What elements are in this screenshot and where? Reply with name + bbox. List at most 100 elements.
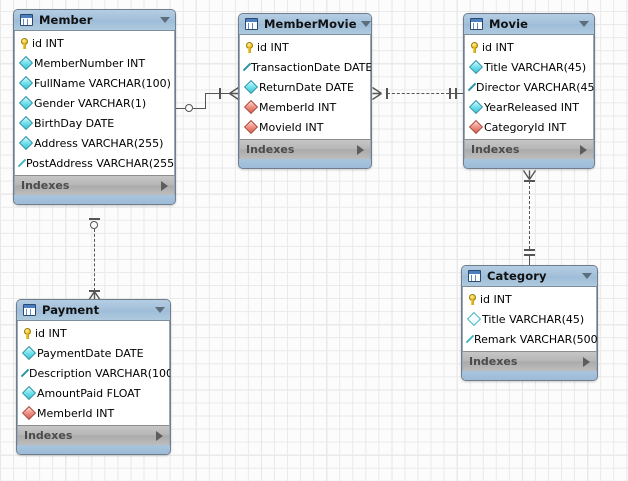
chevron-down-icon[interactable] [360, 21, 371, 27]
table-field[interactable]: Gender VARCHAR(1) [15, 93, 174, 113]
indexes-label: Indexes [21, 179, 70, 192]
diamond-red-icon [468, 119, 484, 135]
field-label: ReturnDate DATE [259, 80, 354, 94]
field-label: PostAddress VARCHAR(255) [26, 156, 176, 170]
table-field[interactable]: Director VARCHAR(45) [465, 77, 594, 97]
indexes-section[interactable]: Indexes [17, 425, 170, 445]
field-label: AmountPaid FLOAT [37, 386, 141, 400]
field-label: id INT [32, 36, 64, 50]
field-label: Title VARCHAR(45) [482, 312, 585, 326]
key-icon [23, 327, 32, 339]
table-field[interactable]: MovieId INT [240, 117, 370, 137]
chevron-down-icon[interactable] [579, 21, 589, 27]
diamond-outline-icon [466, 311, 482, 327]
chevron-down-icon[interactable] [160, 17, 170, 23]
field-label: MemberId INT [37, 406, 115, 420]
cardinality-one-tick [219, 88, 221, 99]
field-label: MovieId INT [259, 120, 324, 134]
cardinality-one-tick [386, 88, 388, 99]
indexes-section[interactable]: Indexes [464, 139, 594, 159]
table-field[interactable]: FullName VARCHAR(100) [15, 73, 174, 93]
table-field[interactable]: TransactionDate DATE [240, 57, 371, 77]
diamond-icon [18, 135, 34, 151]
table-field[interactable]: Title VARCHAR(45) [463, 309, 596, 329]
indexes-label: Indexes [24, 429, 73, 442]
table-footer [17, 445, 170, 454]
connector-segment [529, 181, 530, 249]
indexes-section[interactable]: Indexes [14, 175, 175, 195]
cardinality-one-tick [89, 218, 100, 220]
table-field[interactable]: id INT [240, 37, 370, 57]
connector-segment [176, 108, 185, 109]
table-field[interactable]: MemberId INT [18, 403, 169, 423]
indexes-section[interactable]: Indexes [462, 351, 597, 371]
table-field[interactable]: id INT [18, 323, 169, 343]
chevron-right-icon[interactable] [583, 356, 590, 367]
table-field[interactable]: MemberNumber INT [15, 53, 174, 73]
table-name: Movie [489, 17, 529, 31]
table-icon [245, 18, 258, 30]
table-field[interactable]: AmountPaid FLOAT [18, 383, 169, 403]
chevron-right-icon[interactable] [580, 144, 587, 155]
key-icon [470, 41, 479, 53]
diamond-icon [18, 95, 34, 111]
table-field[interactable]: Remark VARCHAR(500) [463, 329, 597, 349]
table-header[interactable]: MemberMovie [239, 14, 371, 35]
diamond-outline-icon [465, 334, 475, 344]
table-field[interactable]: PaymentDate DATE [18, 343, 169, 363]
field-label: Address VARCHAR(255) [34, 136, 164, 150]
diamond-icon [18, 55, 34, 71]
table-field[interactable]: Title VARCHAR(45) [465, 57, 593, 77]
table-field[interactable]: id INT [465, 37, 593, 57]
connector-segment [205, 93, 206, 109]
chevron-right-icon[interactable] [161, 180, 168, 191]
diamond-icon [242, 62, 252, 72]
field-label: MemberId INT [259, 100, 337, 114]
table-name: MemberMovie [264, 17, 357, 31]
cardinality-many-crowfoot [523, 170, 536, 180]
table-footer [14, 195, 175, 204]
table-field[interactable]: PostAddress VARCHAR(255) [15, 153, 176, 173]
table-header[interactable]: Member [14, 10, 175, 31]
table-field[interactable]: Description VARCHAR(100) [18, 363, 171, 383]
diamond-icon [18, 75, 34, 91]
chevron-right-icon[interactable] [357, 144, 364, 155]
chevron-right-icon[interactable] [156, 430, 163, 441]
table-header[interactable]: Movie [464, 14, 594, 35]
table-field[interactable]: ReturnDate DATE [240, 77, 370, 97]
cardinality-zero-or-one [90, 221, 98, 229]
diamond-icon [243, 79, 259, 95]
table-field[interactable]: BirthDay DATE [15, 113, 174, 133]
table-field[interactable]: id INT [463, 289, 596, 309]
cardinality-many-crowfoot [372, 87, 382, 100]
table-icon [468, 270, 481, 282]
table-header[interactable]: Payment [17, 300, 170, 321]
field-label: YearReleased INT [484, 100, 579, 114]
chevron-down-icon[interactable] [155, 307, 165, 313]
table-field[interactable]: MemberId INT [240, 97, 370, 117]
indexes-label: Indexes [471, 143, 520, 156]
table-footer [464, 159, 594, 168]
diamond-outline-icon [17, 158, 27, 168]
table-field[interactable]: id INT [15, 33, 174, 53]
cardinality-many-crowfoot [229, 87, 239, 100]
chevron-down-icon[interactable] [582, 273, 592, 279]
table-field[interactable]: Address VARCHAR(255) [15, 133, 174, 153]
table-field[interactable]: YearReleased INT [465, 97, 593, 117]
field-label: Description VARCHAR(100) [29, 366, 171, 380]
connector-segment [193, 108, 205, 109]
table-header[interactable]: Category [462, 266, 597, 287]
cardinality-zero-or-one [185, 104, 193, 112]
table-footer [462, 371, 597, 380]
cardinality-one-tick [524, 249, 535, 251]
table-field[interactable]: CategoryId INT [465, 117, 593, 137]
indexes-section[interactable]: Indexes [239, 139, 371, 159]
